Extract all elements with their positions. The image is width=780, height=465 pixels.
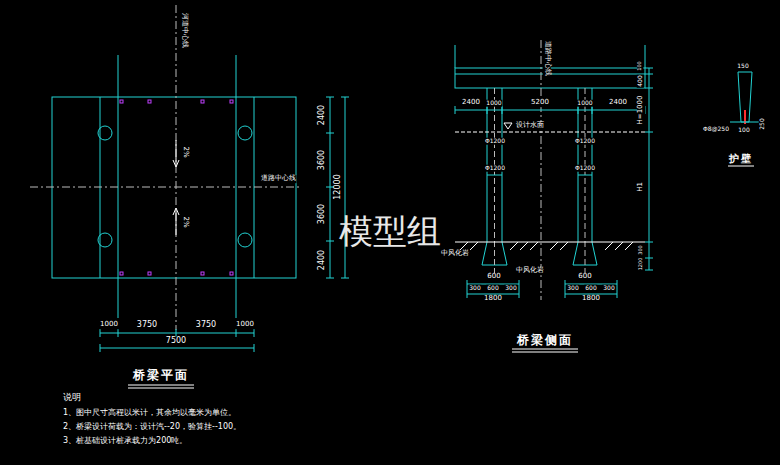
- notes-heading: 说明: [62, 393, 82, 403]
- note-line: 2、桥梁设计荷载为：设计汽--20，验算挂--100。: [62, 423, 242, 432]
- dimension-label: 2400: [318, 104, 327, 126]
- dimension-label: 3750: [136, 321, 158, 330]
- dimension-label: 2400: [461, 99, 481, 107]
- dimension-label: H=1000: [637, 95, 645, 126]
- dimension-label: 300: [566, 285, 579, 292]
- dimension-label: 400: [637, 74, 644, 87]
- dimension-label: 1800: [581, 295, 601, 303]
- dimension-label: 1800: [483, 295, 503, 303]
- centerline-label: 道路中心线: [260, 175, 297, 183]
- dimension-label: 3600: [318, 149, 327, 171]
- centerline-label: 道路中心线: [543, 40, 551, 77]
- dimension-label: 7500: [165, 337, 187, 346]
- dimension-label: H1: [637, 181, 645, 193]
- water-level-label: 设计水面: [515, 122, 545, 130]
- dimension-label: 2400: [318, 249, 327, 271]
- dimension-label: 300: [602, 285, 615, 292]
- dimension-label: 250: [759, 117, 766, 130]
- dimension-label: 1000: [485, 100, 502, 107]
- slope-label: 2%: [181, 215, 189, 228]
- dimension-label: 300: [638, 244, 644, 256]
- dimension-label: 1200: [638, 257, 644, 272]
- diameter-label: Φ1200: [484, 138, 506, 145]
- diameter-label: Φ1200: [574, 138, 596, 145]
- view-title: 桥梁平面: [132, 369, 190, 382]
- stratum-label: 中风化岩: [515, 267, 545, 275]
- dimension-label: 2400: [608, 99, 628, 107]
- dimension-label: 5200: [530, 99, 550, 107]
- dimension-label: 100: [637, 60, 643, 72]
- stratum-label: 中风化岩: [440, 250, 470, 258]
- dimension-label: 1000: [99, 321, 119, 329]
- dimension-label: 300: [504, 285, 517, 292]
- rebar-label: Φ8@250: [702, 126, 730, 133]
- dimension-label: 600: [584, 285, 597, 292]
- dimension-label: 600: [486, 285, 499, 292]
- note-line: 3、桩基础设计桩承载力为200吨。: [62, 437, 188, 446]
- watermark: 模型组: [338, 213, 442, 250]
- diameter-label: Φ1200: [574, 165, 596, 172]
- dimension-label: 300: [468, 285, 481, 292]
- dimension-label: 600: [486, 273, 501, 281]
- dimension-label: 600: [577, 273, 592, 281]
- dimension-label: 100: [737, 127, 750, 134]
- dimension-label: 12000: [334, 173, 343, 200]
- slope-label: 2%: [181, 145, 189, 158]
- note-line: 1、图中尺寸高程以米计，其余均以毫米为单位。: [62, 409, 237, 418]
- dimension-label: 3600: [318, 203, 327, 225]
- dimension-label: 3750: [195, 321, 217, 330]
- dimension-label: 1000: [576, 100, 593, 107]
- detail-title: 护壁: [728, 153, 754, 164]
- dimension-label: 150: [736, 63, 749, 70]
- centerline-label: 河道中心线: [180, 12, 188, 49]
- dimension-label: 1000: [235, 321, 255, 329]
- view-title: 桥梁侧面: [516, 334, 574, 347]
- diameter-label: Φ1200: [484, 165, 506, 172]
